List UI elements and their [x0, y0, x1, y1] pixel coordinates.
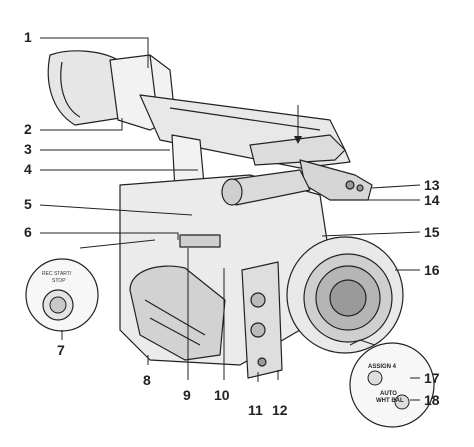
rec-label-1: REC START/ — [42, 271, 72, 277]
callout-18: 18 — [424, 392, 440, 408]
eyecup — [47, 50, 121, 126]
callout-16: 16 — [424, 262, 440, 278]
callout-11: 11 — [248, 402, 263, 418]
callout-1: 1 — [24, 29, 32, 45]
rec-button-inset: REC START/ STOP — [25, 258, 99, 332]
callout-17: 17 — [424, 370, 440, 386]
callout-2: 2 — [24, 121, 32, 137]
callout-3: 3 — [24, 141, 32, 157]
input-panel — [241, 261, 283, 379]
callout-15: 15 — [424, 224, 440, 240]
wht-bal-label: WHT BAL — [376, 398, 404, 404]
assign-label: ASSIGN 4 — [368, 364, 397, 370]
callout-5: 5 — [24, 196, 32, 212]
callout-8: 8 — [143, 372, 151, 388]
accessory-shoe — [249, 134, 346, 166]
callout-9: 9 — [183, 387, 191, 403]
callout-13: 13 — [424, 177, 440, 193]
callout-6: 6 — [24, 224, 32, 240]
assign-inset: ASSIGN 4 AUTO WHT BAL — [349, 342, 435, 428]
callout-4: 4 — [24, 161, 32, 177]
auto-label: AUTO — [380, 391, 397, 397]
callout-10: 10 — [214, 387, 230, 403]
callout-12: 12 — [272, 402, 288, 418]
grip-belt — [129, 265, 226, 361]
callout-14: 14 — [424, 192, 440, 208]
rec-label-2: STOP — [52, 278, 66, 284]
callout-7: 7 — [57, 342, 65, 358]
